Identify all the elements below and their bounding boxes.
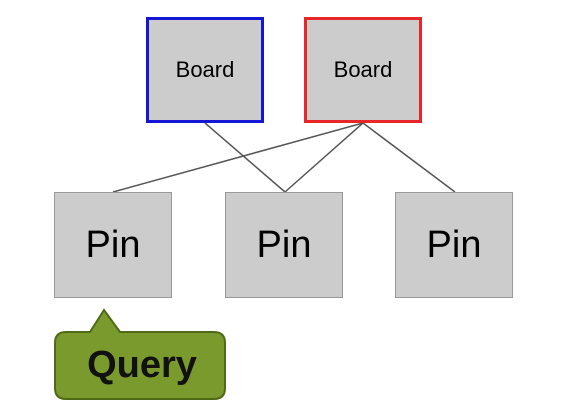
- pin-node-2: Pin: [225, 192, 343, 298]
- pin-node-1: Pin: [54, 192, 172, 298]
- pin-label: Pin: [85, 223, 141, 266]
- edge-board-blue-pin-2: [204, 122, 286, 193]
- query-callout-shape: [54, 308, 226, 400]
- edge-board-red-pin-3: [362, 122, 456, 193]
- edge-board-red-pin-2: [284, 122, 364, 193]
- edge-board-red-pin-1: [112, 122, 364, 193]
- pin-label: Pin: [256, 223, 312, 266]
- board-node-blue: Board: [146, 17, 264, 123]
- pin-node-3: Pin: [395, 192, 513, 298]
- board-label: Board: [175, 57, 235, 82]
- board-label: Board: [333, 57, 393, 82]
- board-node-red: Board: [304, 17, 422, 123]
- query-label: Query: [87, 343, 197, 386]
- query-callout: Query: [54, 306, 230, 402]
- pin-label: Pin: [426, 223, 482, 266]
